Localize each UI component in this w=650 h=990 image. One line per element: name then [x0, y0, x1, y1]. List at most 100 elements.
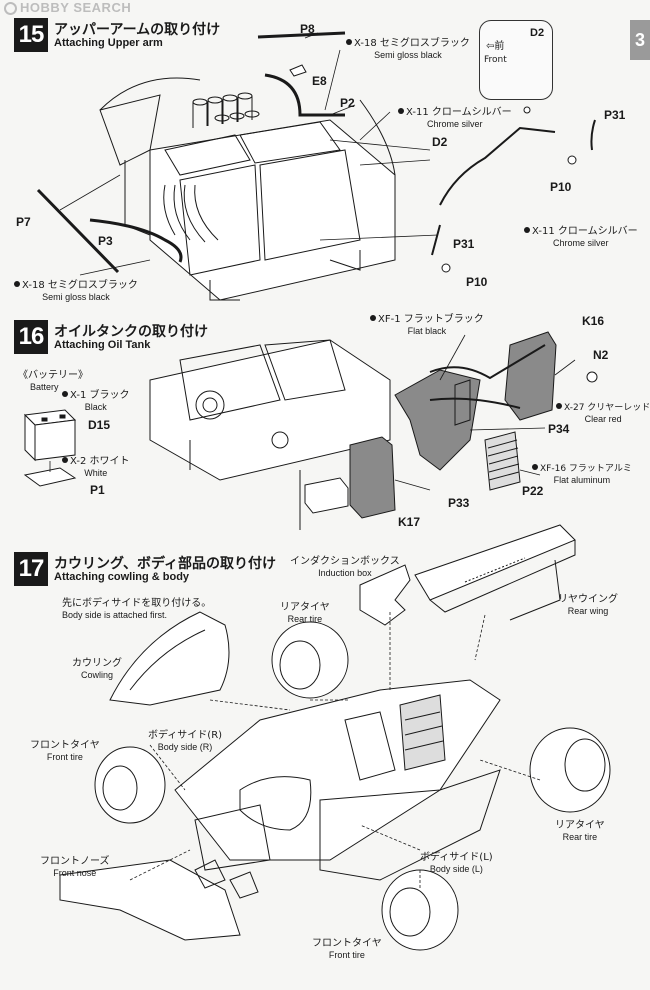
front-orientation-box: ⇦前 Front D2: [479, 20, 553, 100]
step-17-title-jp: カウリング、ボディ部品の取り付け: [54, 556, 277, 572]
paint-en: Flat black: [407, 326, 447, 336]
paint-en: Semi gloss black: [42, 292, 110, 302]
paint-code: XF-1: [378, 314, 401, 325]
label-jp: リヤウイング: [558, 594, 618, 605]
step-16-title-en: Attaching Oil Tank: [54, 339, 151, 351]
paint-dot-icon: [62, 457, 68, 463]
step-15-title-en: Attaching Upper arm: [54, 37, 163, 49]
paint-dot-icon: [370, 315, 376, 321]
part-p8-rod: [257, 31, 346, 39]
part-label-p34: P34: [548, 422, 570, 436]
label-body-side-r: ボディサイド(R) Body side (R): [148, 730, 222, 752]
watermark-logo-icon: [4, 2, 17, 15]
battery-installed: [304, 477, 349, 514]
paint-x1: X-1 ブラック Black: [62, 390, 130, 412]
paint-dot-icon: [556, 403, 562, 409]
engine-block-step15: [99, 77, 396, 301]
paint-x27: X-27 クリヤーレッド Clear red: [556, 402, 650, 424]
cowling: [109, 611, 230, 706]
label-cowling: カウリング Cowling: [72, 658, 122, 680]
paint-jp: ホワイト: [89, 456, 130, 467]
part-label-p10: P10: [550, 180, 572, 194]
label-en: Front tire: [328, 950, 365, 960]
rear-tire-right: [529, 727, 611, 813]
chassis: [174, 679, 501, 881]
paint-x11-right: X-11 クロームシルバー Chrome silver: [524, 226, 638, 248]
part-label-p7: P7: [16, 215, 31, 229]
rear-tire-left: [271, 621, 349, 699]
part-label-e8: E8: [312, 74, 327, 88]
label-en: Front tire: [46, 752, 83, 762]
part-label-p22: P22: [522, 484, 544, 498]
paint-en: Clear red: [584, 414, 622, 424]
part-k16: [504, 331, 557, 421]
paint-jp: ブラック: [89, 390, 130, 401]
paint-dot-icon: [14, 281, 20, 287]
paint-en: White: [84, 468, 108, 478]
battery-tray-p1: [23, 467, 77, 487]
label-jp: ボディサイド(R): [148, 730, 223, 741]
label-en: Body side (L): [429, 864, 483, 874]
part-p3-arm: [89, 218, 183, 263]
part-n2: [586, 371, 598, 383]
engine-block-step16: [149, 339, 391, 530]
label-en: Body side (R): [157, 742, 213, 752]
paint-jp: クロームシルバー: [557, 226, 638, 237]
step-15-title-jp: アッパーアームの取り付け: [54, 22, 221, 38]
label-jp: ボディサイド(L): [420, 852, 493, 863]
paint-en: Chrome silver: [427, 119, 483, 129]
label-body-side-l: ボディサイド(L) Body side (L): [420, 852, 493, 874]
part-p31-lower: [431, 224, 441, 256]
front-label-en: Front: [484, 55, 507, 65]
paint-en: Black: [84, 402, 107, 412]
side-tab: 3: [630, 20, 650, 60]
paint-jp: セミグロスブラック: [379, 38, 470, 49]
paint-x18-bottom: X-18 セミグロスブラック Semi gloss black: [14, 280, 138, 302]
front-box-part: D2: [530, 27, 545, 39]
part-d2-rod: [439, 126, 556, 206]
paint-x11-top: X-11 クロームシルバー Chrome silver: [398, 107, 512, 129]
part-label-p1: P1: [90, 483, 105, 497]
paint-code: X-27: [564, 403, 585, 413]
part-label-n2: N2: [593, 348, 609, 362]
part-label-k17: K17: [398, 515, 421, 529]
paint-dot-icon: [62, 391, 68, 397]
part-p10-upper: [567, 155, 577, 165]
paint-dot-icon: [524, 227, 530, 233]
watermark-text: HOBBY SEARCH: [20, 0, 132, 15]
part-label-k16: K16: [582, 314, 605, 328]
note-en: Body side is attached first.: [62, 610, 168, 620]
label-jp: リアタイヤ: [280, 602, 330, 613]
label-en: Rear wing: [567, 606, 609, 616]
part-p10-lower: [441, 263, 451, 273]
step-15-number: 15: [14, 18, 48, 52]
part-label-d2: D2: [432, 135, 448, 149]
paint-code: XF-16: [540, 464, 567, 474]
label-jp: フロントタイヤ: [312, 938, 382, 949]
battery-label-jp: 《バッテリー》: [18, 370, 88, 381]
label-jp: インダクションボックス: [290, 556, 400, 567]
paint-code: X-2: [70, 456, 87, 467]
step-17-number: 17: [14, 552, 48, 586]
part-label-p31-lower: P31: [453, 237, 475, 251]
label-front-tire-right: フロントタイヤ Front tire: [312, 938, 382, 960]
paint-jp: クロームシルバー: [431, 107, 512, 118]
part-label-d15: D15: [88, 418, 111, 432]
label-en: Cowling: [80, 670, 113, 680]
battery: [23, 409, 77, 462]
label-jp: フロントタイヤ: [30, 740, 100, 751]
part-label-p2: P2: [340, 96, 355, 110]
front-label-jp: ⇦前: [486, 41, 505, 52]
front-tire-left: [94, 746, 166, 824]
step-16-title-jp: オイルタンクの取り付け: [54, 324, 208, 340]
label-front-nose: フロントノーズ Front nose: [40, 856, 110, 878]
paint-en: Semi gloss black: [374, 50, 442, 60]
label-rear-tire-right: リアタイヤ Rear tire: [555, 820, 605, 842]
label-en: Front nose: [53, 868, 97, 878]
exhaust-pipes: [163, 184, 219, 243]
label-rear-tire-left: リアタイヤ Rear tire: [280, 602, 330, 624]
rear-wing: [414, 524, 576, 621]
paint-jp: フラットブラック: [403, 314, 484, 325]
